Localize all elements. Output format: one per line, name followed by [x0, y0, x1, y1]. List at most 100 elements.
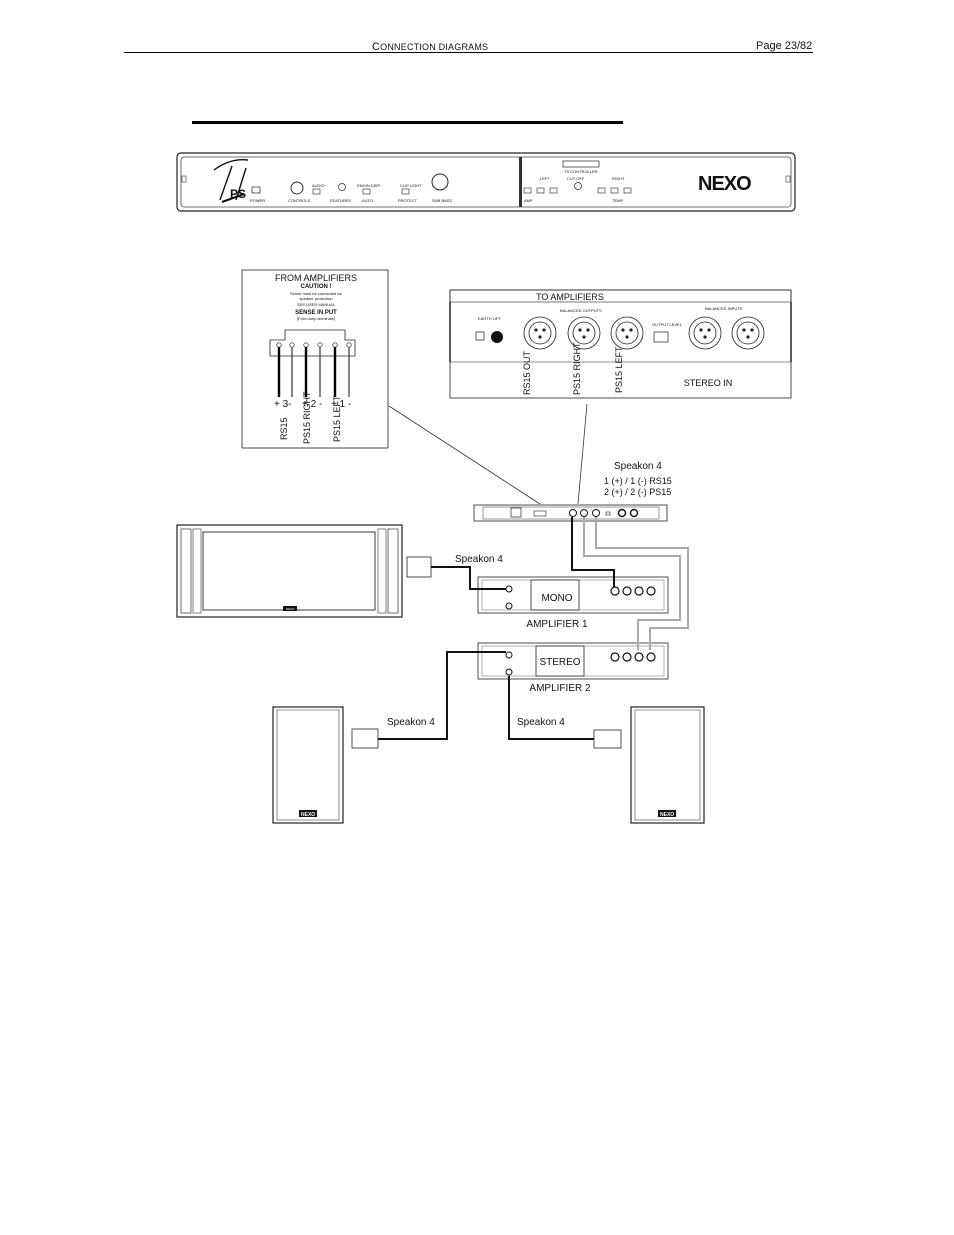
terminal-label-3: + 3- — [274, 399, 292, 410]
amp2-mode: STEREO — [539, 657, 580, 668]
cables — [352, 517, 689, 740]
amp2-name: AMPLIFIER 2 — [529, 683, 591, 694]
svg-text:EARTH LIFT: EARTH LIFT — [478, 316, 501, 321]
svg-text:PS15 RIGHT: PS15 RIGHT — [302, 391, 312, 444]
xlr-pin — [742, 328, 746, 332]
left-speakon-connector — [351, 728, 379, 749]
xlr-connector-inner — [572, 321, 596, 345]
controller-front-panel: PS POWER CONTROLS AUDIO FEATURES ENGIN.D… — [176, 152, 796, 212]
svg-text:AUDIO: AUDIO — [312, 183, 325, 188]
svg-text:BALANCED OUTPUTS: BALANCED OUTPUTS — [560, 308, 602, 313]
svg-text:AUTO: AUTO — [362, 198, 373, 203]
power-button[interactable] — [251, 186, 261, 194]
speakon-pin-1: 1 (+) / 1 (-) RS15 — [604, 476, 672, 486]
sub-logo: NEXO — [286, 607, 295, 611]
from-amplifiers-title: FROM AMPLIFIERS — [275, 273, 357, 283]
brand-logo: NEXO — [698, 173, 751, 195]
xlr-pin — [750, 328, 754, 332]
section-title: CONNECTION DIAGRAMS — [372, 41, 489, 53]
svg-text:ENGIN.DISP.: ENGIN.DISP. — [357, 183, 381, 188]
xlr-connector-inner — [736, 321, 760, 345]
to-amplifiers-title: TO AMPLIFIERS — [536, 292, 604, 302]
svg-text:speaker protection: speaker protection — [300, 296, 333, 301]
svg-text:FEATURES: FEATURES — [330, 198, 351, 203]
svg-text:POWER: POWER — [250, 198, 265, 203]
xlr-pin — [542, 328, 546, 332]
xlr-pin — [538, 335, 542, 339]
xlr-pin — [746, 335, 750, 339]
amplifier-1: MONO — [477, 576, 669, 614]
xlr-pin — [578, 328, 582, 332]
xlr-connector-inner — [693, 321, 717, 345]
left-logo: NEXO — [301, 812, 315, 818]
control-knob[interactable] — [290, 181, 304, 195]
speakon-pin-2: 2 (+) / 2 (-) PS15 — [604, 487, 671, 497]
ps15-right-speaker: NEXO — [630, 706, 705, 824]
svg-text:CAUTION !: CAUTION ! — [301, 284, 332, 290]
svg-text:SEE USER MANUAL: SEE USER MANUAL — [297, 302, 336, 307]
svg-text:RIGHT: RIGHT — [612, 176, 625, 181]
rs15-subwoofer: NEXO — [176, 524, 403, 618]
svg-text:CONTROLS: CONTROLS — [288, 198, 311, 203]
amp1-mode: MONO — [541, 593, 572, 604]
xlr-connector — [610, 316, 644, 350]
svg-text:(From amp terminals): (From amp terminals) — [297, 316, 336, 321]
out-rs15: RS15 OUT — [522, 350, 532, 395]
svg-text:CUT-OFF: CUT-OFF — [567, 176, 585, 181]
svg-text:TEMP: TEMP — [612, 198, 623, 203]
svg-text:BALANCED INPUTS: BALANCED INPUTS — [705, 306, 743, 311]
svg-text:PS15 RIGHT: PS15 RIGHT — [572, 342, 582, 395]
page-number: Page 23/82 — [756, 40, 813, 52]
svg-text:AMP: AMP — [524, 198, 533, 203]
xlr-connector — [567, 316, 601, 350]
xlr-connector-inner — [528, 321, 552, 345]
speakon-right-label: Speakon 4 — [517, 717, 565, 728]
ps15-left-speaker: NEXO — [272, 706, 344, 824]
terminal-label-2: + 2 - — [302, 399, 322, 410]
svg-text:Sense must be connected for: Sense must be connected for — [290, 291, 343, 296]
out-ps15-left: PS15 LEFT — [614, 346, 624, 393]
terminal-label-1: + 1 - — [331, 399, 351, 410]
xlr-connector-inner — [615, 321, 639, 345]
svg-text:LEFT: LEFT — [540, 176, 550, 181]
controller-rear-small — [473, 504, 668, 522]
svg-text:SENSE IN PUT: SENSE IN PUT — [295, 310, 337, 316]
channel-rs15: RS15 — [279, 417, 289, 440]
speakon-top-label: Speakon 4 — [614, 461, 662, 472]
header-rule — [124, 52, 813, 53]
xlr-connector — [688, 316, 722, 350]
svg-text:PS15 LEFT: PS15 LEFT — [614, 346, 624, 393]
xlr-pin — [703, 335, 707, 339]
amp1-name: AMPLIFIER 1 — [526, 619, 588, 630]
sense-input-panel: FROM AMPLIFIERS CAUTION ! Sense must be … — [241, 269, 389, 449]
channel-ps15-left: PS15 LEFT — [332, 395, 342, 442]
svg-text:RS15 OUT: RS15 OUT — [522, 350, 532, 395]
xlr-connector — [731, 316, 765, 350]
channel-ps15-right: PS15 RIGHT — [302, 391, 312, 444]
right-speakon-connector — [593, 729, 622, 749]
svg-text:SUB BASS: SUB BASS — [432, 198, 452, 203]
svg-text:CLIP LIGHT: CLIP LIGHT — [400, 183, 422, 188]
amplifier-2: STEREO — [477, 642, 669, 680]
xlr-connector — [523, 316, 557, 350]
controller-rear-panel: TO AMPLIFIERS EARTH LIFT BALANCED OUTPUT… — [449, 289, 792, 399]
title-rule — [192, 121, 623, 124]
svg-text:OUTPUT LEVEL: OUTPUT LEVEL — [652, 322, 683, 327]
xlr-pin — [629, 328, 633, 332]
xlr-pin — [534, 328, 538, 332]
xlr-pin — [582, 335, 586, 339]
xlr-pin — [621, 328, 625, 332]
speakon-left-label: Speakon 4 — [387, 717, 435, 728]
sub-speakon-connector — [406, 556, 432, 578]
speakon-sub-label: Speakon 4 — [455, 554, 503, 565]
xlr-pin — [699, 328, 703, 332]
xlr-pin — [625, 335, 629, 339]
right-logo: NEXO — [660, 812, 674, 818]
svg-text:PS15 LEFT: PS15 LEFT — [332, 395, 342, 442]
out-ps15-right: PS15 RIGHT — [572, 342, 582, 395]
svg-text:TS CONTROLLER: TS CONTROLLER — [564, 169, 598, 174]
xlr-pin — [707, 328, 711, 332]
xlr-pin — [586, 328, 590, 332]
svg-text:PROTECT: PROTECT — [398, 198, 418, 203]
